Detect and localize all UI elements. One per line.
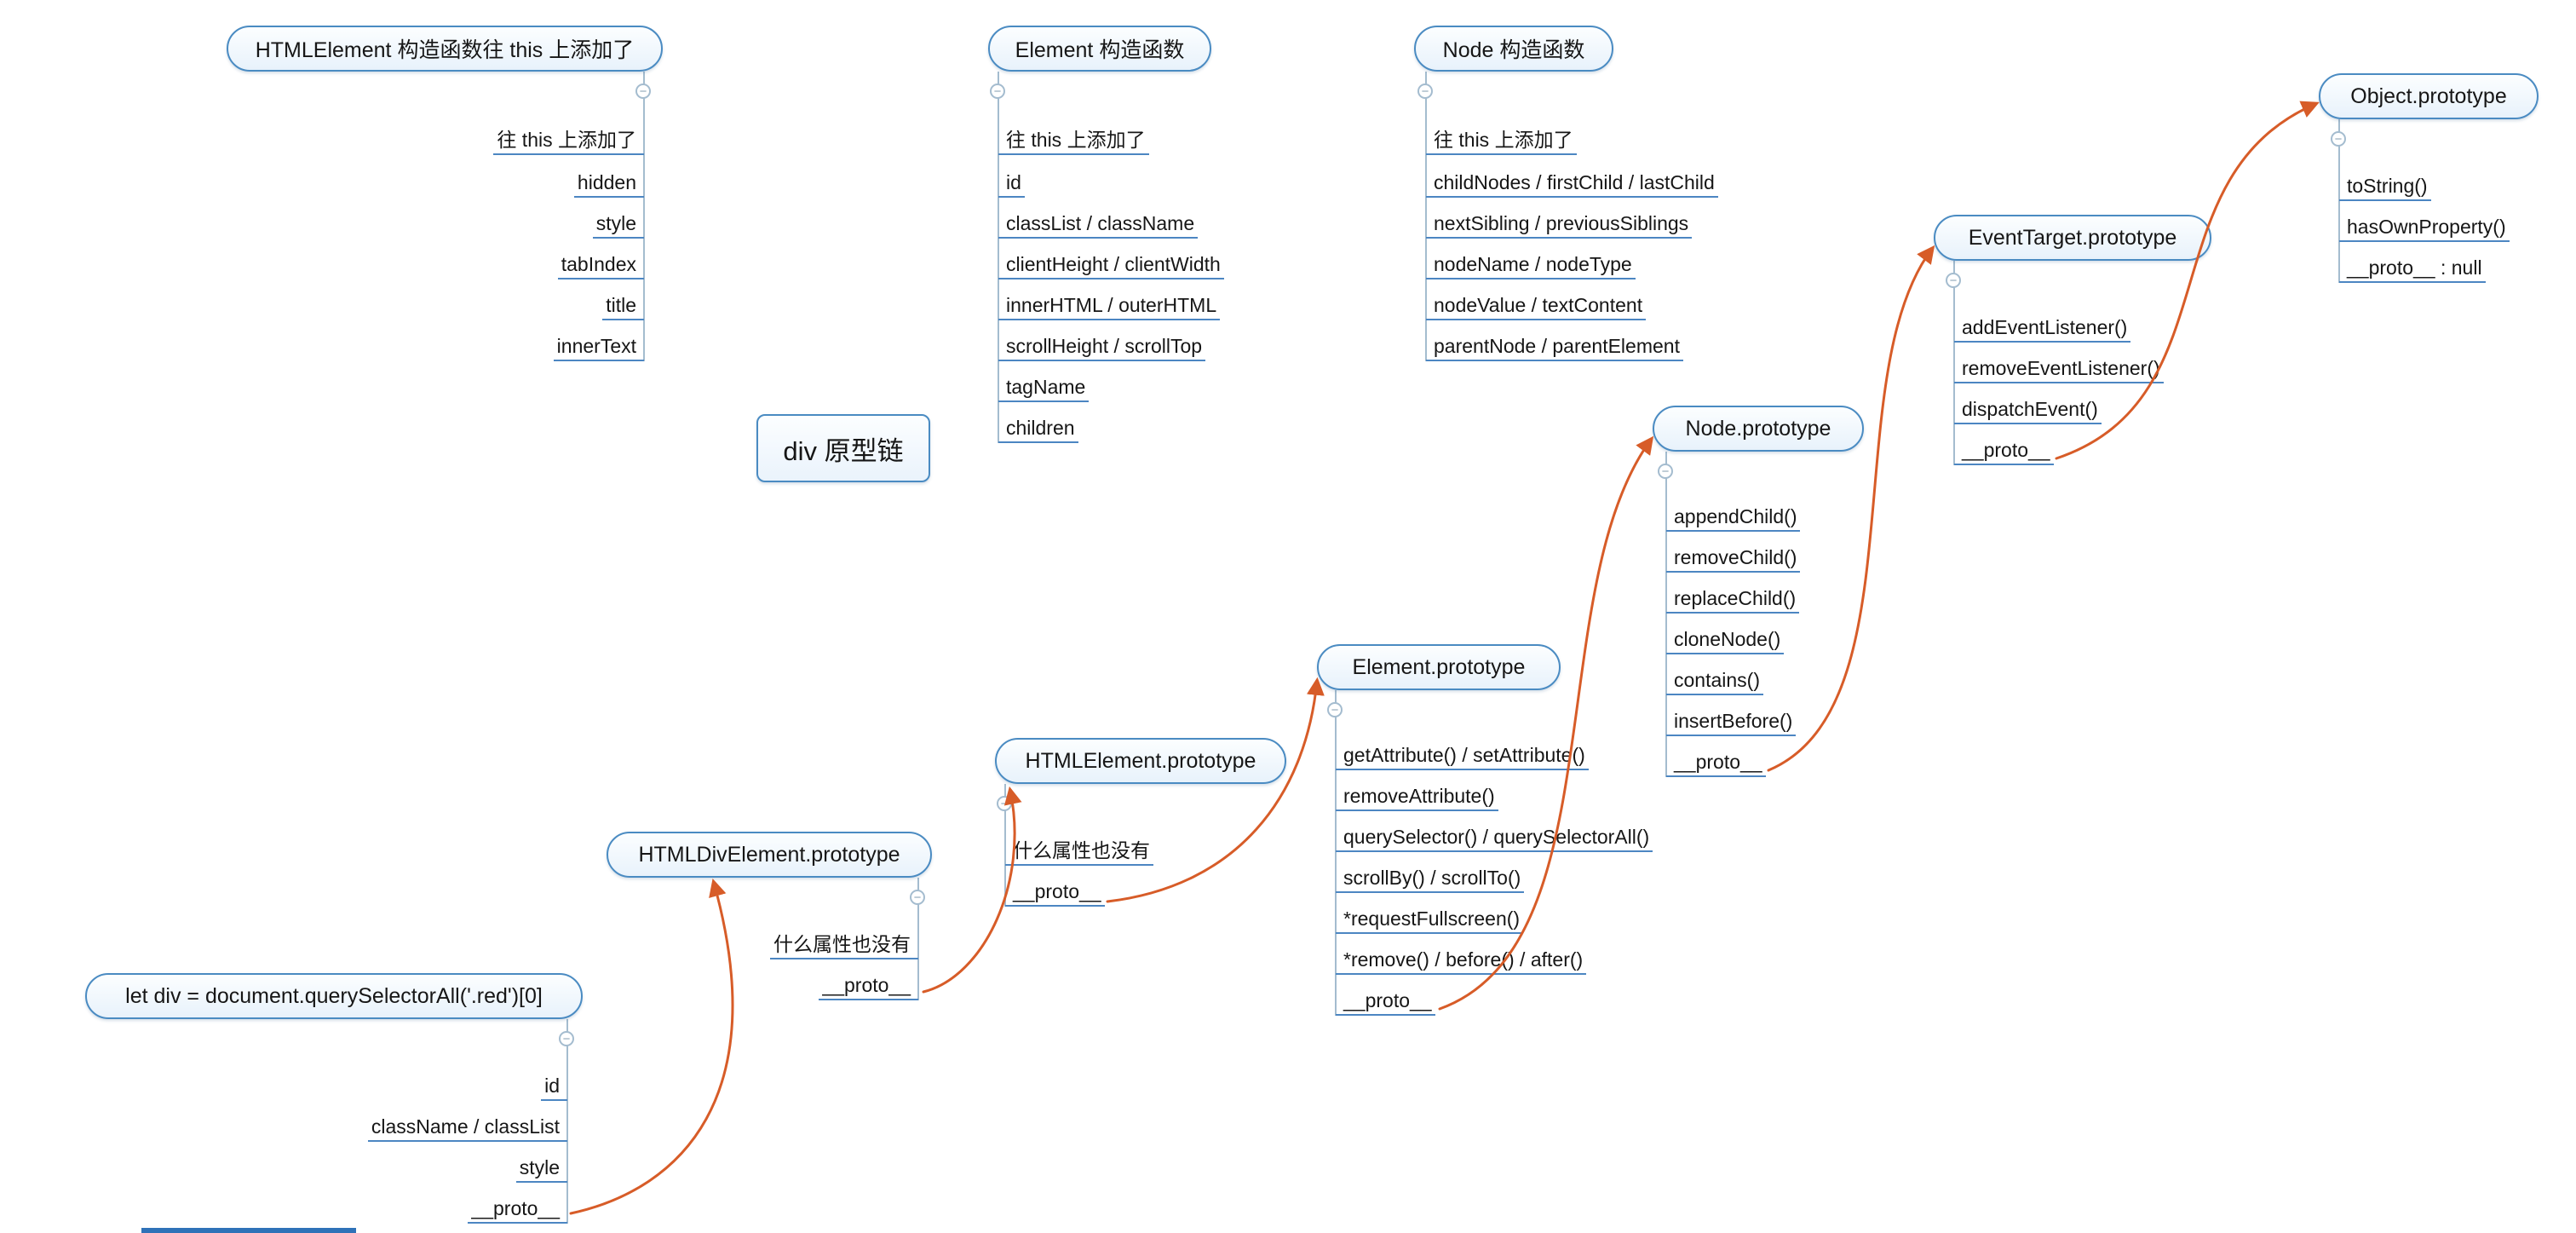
branch-line: [1335, 690, 1337, 1016]
subtopic[interactable]: 往 this 上添加了: [493, 127, 644, 155]
topic-node-prototype[interactable]: Node.prototype: [1653, 406, 1864, 452]
subtopic[interactable]: cloneNode(): [1666, 626, 1785, 654]
subtopic[interactable]: innerHTML / outerHTML: [998, 292, 1221, 320]
subtopic[interactable]: toString(): [2339, 173, 2431, 201]
subtopic[interactable]: querySelector() / querySelectorAll(): [1336, 824, 1653, 852]
subtopic[interactable]: replaceChild(): [1666, 585, 1800, 614]
subtopic[interactable]: insertBefore(): [1666, 708, 1797, 736]
subtopic[interactable]: hidden: [573, 170, 644, 198]
topic-htmldivelement-prototype[interactable]: HTMLDivElement.prototype: [607, 832, 932, 878]
subtopic[interactable]: tagName: [998, 374, 1090, 402]
subtopic[interactable]: scrollHeight / scrollTop: [998, 333, 1206, 361]
collapse-toggle[interactable]: −: [2331, 131, 2346, 147]
subtopic[interactable]: __proto__: [819, 972, 918, 1000]
subtopic[interactable]: childNodes / firstChild / lastChild: [1426, 170, 1718, 198]
subtopic[interactable]: removeEventListener(): [1954, 355, 2164, 383]
collapse-toggle[interactable]: −: [990, 84, 1005, 99]
subtopic[interactable]: appendChild(): [1666, 504, 1801, 532]
subtopic[interactable]: nextSibling / previousSiblings: [1426, 210, 1693, 239]
topic-eventtarget-prototype[interactable]: EventTarget.prototype: [1934, 215, 2211, 261]
subtopic[interactable]: title: [602, 292, 644, 320]
subtopic[interactable]: removeAttribute(): [1336, 783, 1498, 811]
subtopic[interactable]: clientHeight / clientWidth: [998, 251, 1224, 279]
subtopic[interactable]: id: [541, 1073, 567, 1101]
subtopic[interactable]: parentNode / parentElement: [1426, 333, 1683, 361]
branch-line: [917, 878, 919, 1000]
collapse-toggle[interactable]: −: [1658, 464, 1673, 479]
subtopic[interactable]: removeChild(): [1666, 544, 1801, 573]
branch-line: [998, 72, 999, 443]
subtopic[interactable]: 什么属性也没有: [1005, 838, 1153, 866]
topic-div-variable[interactable]: let div = document.querySelectorAll('.re…: [85, 973, 583, 1019]
topic-htmlelement-prototype[interactable]: HTMLElement.prototype: [995, 738, 1286, 784]
collapse-toggle[interactable]: −: [1327, 702, 1343, 717]
subtopic[interactable]: __proto__: [1954, 437, 2054, 465]
branch-line: [643, 72, 645, 361]
subtopic[interactable]: tabIndex: [557, 251, 644, 279]
branch-line: [2338, 119, 2340, 283]
subtopic[interactable]: *remove() / before() / after(): [1336, 947, 1587, 975]
subtopic[interactable]: __proto__: [1005, 879, 1105, 907]
relationship-div-to-htmldivelement-prototype[interactable]: [569, 878, 734, 1215]
branch-line: [1665, 452, 1667, 777]
topic-object-prototype[interactable]: Object.prototype: [2319, 73, 2539, 119]
subtopic[interactable]: *requestFullscreen(): [1336, 906, 1524, 934]
subtopic[interactable]: __proto__: [1666, 749, 1766, 777]
topic-element-constructor[interactable]: Element 构造函数: [988, 26, 1211, 72]
subtopic[interactable]: nodeName / nodeType: [1426, 251, 1636, 279]
relationship-htmlelement-to-element-prototype[interactable]: [1106, 677, 1325, 903]
subtopic[interactable]: children: [998, 415, 1078, 443]
collapse-toggle[interactable]: −: [635, 84, 651, 99]
collapse-toggle[interactable]: −: [910, 890, 925, 905]
subtopic[interactable]: __proto__ : null: [2339, 255, 2486, 283]
topic-node-constructor[interactable]: Node 构造函数: [1414, 26, 1613, 72]
subtopic[interactable]: 往 this 上添加了: [998, 127, 1149, 155]
topic-element-prototype[interactable]: Element.prototype: [1317, 644, 1561, 690]
collapse-toggle[interactable]: −: [1417, 84, 1433, 99]
subtopic[interactable]: 什么属性也没有: [770, 931, 918, 959]
branch-line: [1953, 261, 1955, 465]
subtopic[interactable]: getAttribute() / setAttribute(): [1336, 742, 1589, 770]
subtopic[interactable]: __proto__: [468, 1196, 567, 1224]
subtopic[interactable]: __proto__: [1336, 988, 1435, 1016]
bottom-blue-bar: [141, 1228, 356, 1233]
branch-line: [1425, 72, 1427, 361]
subtopic[interactable]: className / classList: [367, 1114, 567, 1142]
central-topic-div-prototype-chain[interactable]: div 原型链: [756, 414, 930, 482]
subtopic[interactable]: dispatchEvent(): [1954, 396, 2102, 424]
subtopic[interactable]: hasOwnProperty(): [2339, 214, 2510, 242]
subtopic[interactable]: style: [515, 1155, 567, 1183]
subtopic[interactable]: addEventListener(): [1954, 314, 2131, 343]
topic-htmlelement-constructor[interactable]: HTMLElement 构造函数往 this 上添加了: [227, 26, 663, 72]
relationship-htmldivelement-to-htmlelement-prototype[interactable]: [922, 786, 1022, 994]
subtopic[interactable]: id: [998, 170, 1025, 198]
subtopic[interactable]: 往 this 上添加了: [1426, 127, 1577, 155]
collapse-toggle[interactable]: −: [559, 1031, 574, 1046]
subtopic[interactable]: scrollBy() / scrollTo(): [1336, 865, 1525, 893]
collapse-toggle[interactable]: −: [1946, 273, 1961, 288]
branch-line: [566, 1019, 568, 1224]
subtopic[interactable]: contains(): [1666, 667, 1763, 695]
subtopic[interactable]: nodeValue / textContent: [1426, 292, 1647, 320]
subtopic[interactable]: classList / className: [998, 210, 1199, 239]
collapse-toggle[interactable]: −: [997, 796, 1012, 811]
subtopic[interactable]: style: [592, 210, 644, 239]
subtopic[interactable]: innerText: [553, 333, 644, 361]
